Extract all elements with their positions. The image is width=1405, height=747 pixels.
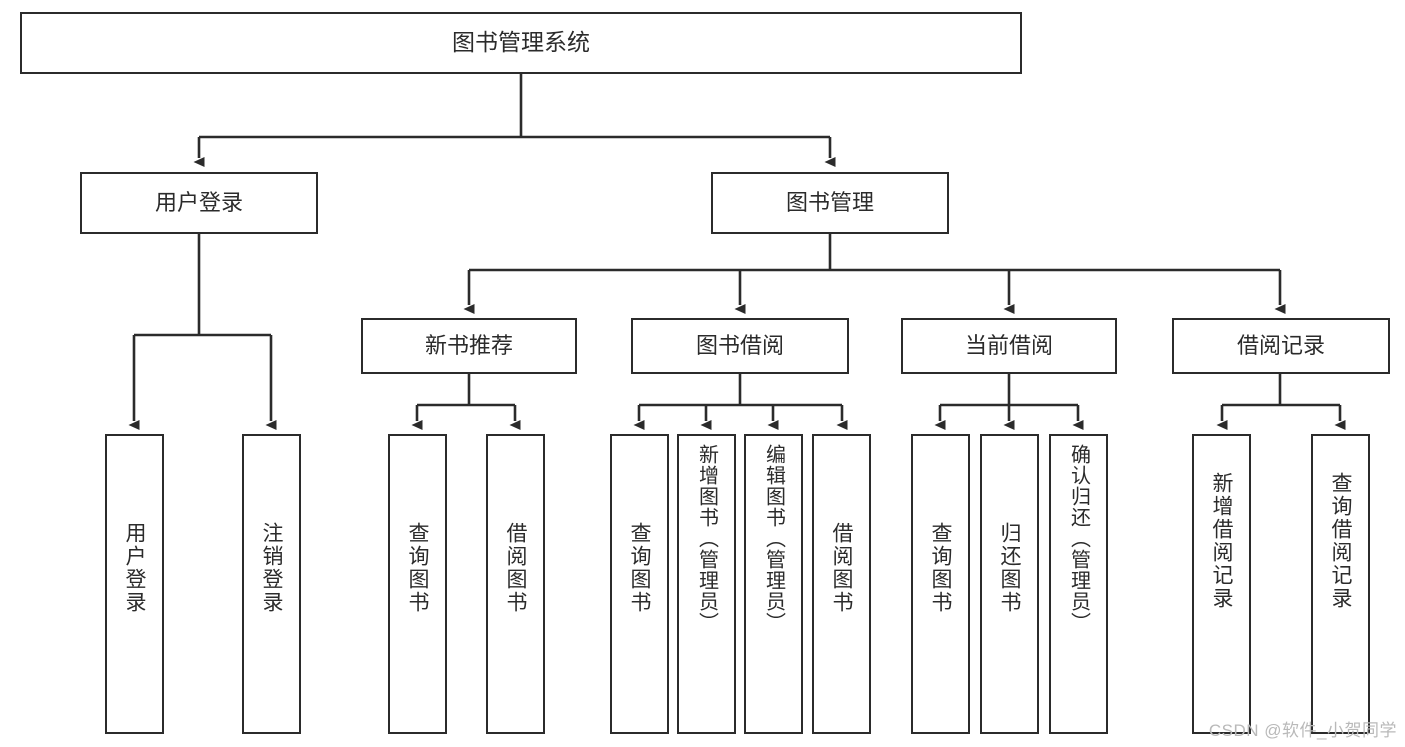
node-leaf-borrow-book-new-recommend[interactable]: 借阅图书 [486,434,545,734]
node-new-book-recommend[interactable]: 新书推荐 [361,318,577,374]
node-root-book-management-system[interactable]: 图书管理系统 [20,12,1022,74]
node-label: 新书推荐 [424,332,513,358]
node-label: 编辑图书（管理员） [762,444,785,633]
node-label: 用户登录 [123,522,146,614]
node-borrow-record[interactable]: 借阅记录 [1172,318,1390,374]
node-label: 确认归还（管理员） [1067,444,1090,633]
node-leaf-query-book-current[interactable]: 查询图书 [911,434,970,734]
node-label: 新增借阅记录 [1210,472,1233,610]
node-label: 注销登录 [260,522,283,614]
node-label: 用户登录 [154,189,243,215]
node-leaf-query-book-borrow[interactable]: 查询图书 [610,434,669,734]
node-label: 查询图书 [929,522,952,614]
node-leaf-logout-login[interactable]: 注销登录 [242,434,301,734]
node-label: 图书管理 [785,189,874,215]
node-leaf-user-login[interactable]: 用户登录 [105,434,164,734]
node-user-login[interactable]: 用户登录 [80,172,318,234]
node-leaf-return-book[interactable]: 归还图书 [980,434,1039,734]
node-book-borrow[interactable]: 图书借阅 [631,318,849,374]
node-label: 归还图书 [998,522,1021,614]
csdn-watermark: CSDN @软件_小贺同学 [1208,721,1397,740]
node-leaf-query-book-new-recommend[interactable]: 查询图书 [388,434,447,734]
node-label: 借阅图书 [504,522,527,614]
node-label: 借阅记录 [1236,332,1325,358]
node-label: 图书借阅 [695,332,784,358]
node-leaf-borrow-book-borrow[interactable]: 借阅图书 [812,434,871,734]
node-leaf-confirm-return[interactable]: 确认归还（管理员） [1049,434,1108,734]
node-label: 当前借阅 [964,332,1053,358]
node-label: 新增图书（管理员） [695,444,718,633]
node-label: 查询借阅记录 [1329,472,1352,610]
node-book-manage[interactable]: 图书管理 [711,172,949,234]
node-label: 查询图书 [406,522,429,614]
node-leaf-add-book[interactable]: 新增图书（管理员） [677,434,736,734]
node-label: 查询图书 [628,522,651,614]
node-leaf-edit-book[interactable]: 编辑图书（管理员） [744,434,803,734]
node-label: 图书管理系统 [452,29,590,56]
node-current-borrow[interactable]: 当前借阅 [901,318,1117,374]
node-label: 借阅图书 [830,522,853,614]
node-leaf-add-borrow-record[interactable]: 新增借阅记录 [1192,434,1251,734]
node-leaf-query-borrow-record[interactable]: 查询借阅记录 [1311,434,1370,734]
